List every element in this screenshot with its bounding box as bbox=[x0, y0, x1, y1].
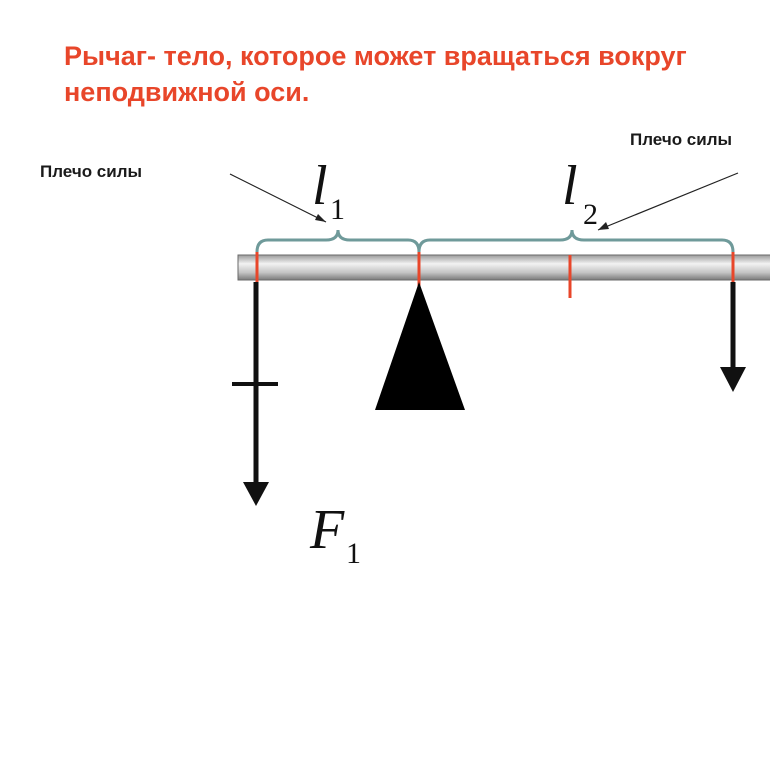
force-arrow-left-head bbox=[243, 482, 269, 506]
symbol-f1: F bbox=[309, 499, 345, 561]
pointer-arrowhead-left bbox=[315, 214, 326, 222]
symbol-l2-subscript: 2 bbox=[583, 198, 598, 231]
brace-l2 bbox=[417, 229, 735, 253]
arm-label-left: Плечо силы bbox=[40, 162, 143, 181]
symbol-l1: l bbox=[312, 155, 328, 217]
symbol-l2: l bbox=[562, 155, 578, 217]
title-line-1: Рычаг- тело, которое может вращаться вок… bbox=[64, 41, 687, 71]
title-line-2: неподвижной оси. bbox=[64, 77, 310, 107]
fulcrum-triangle bbox=[375, 282, 465, 410]
arm-label-right: Плечо силы bbox=[630, 130, 733, 149]
symbol-f1-subscript: 1 bbox=[346, 537, 361, 570]
pointer-line-right bbox=[597, 172, 739, 231]
symbol-l1-subscript: 1 bbox=[330, 193, 345, 226]
pointer-arrowhead-right bbox=[598, 222, 609, 230]
pointer-line-left bbox=[229, 173, 327, 223]
brace-l1 bbox=[255, 229, 421, 253]
force-arrow-right-head bbox=[720, 367, 746, 392]
lever-beam bbox=[237, 254, 770, 281]
slide-title: Рычаг- тело, которое может вращаться вок… bbox=[64, 38, 770, 118]
